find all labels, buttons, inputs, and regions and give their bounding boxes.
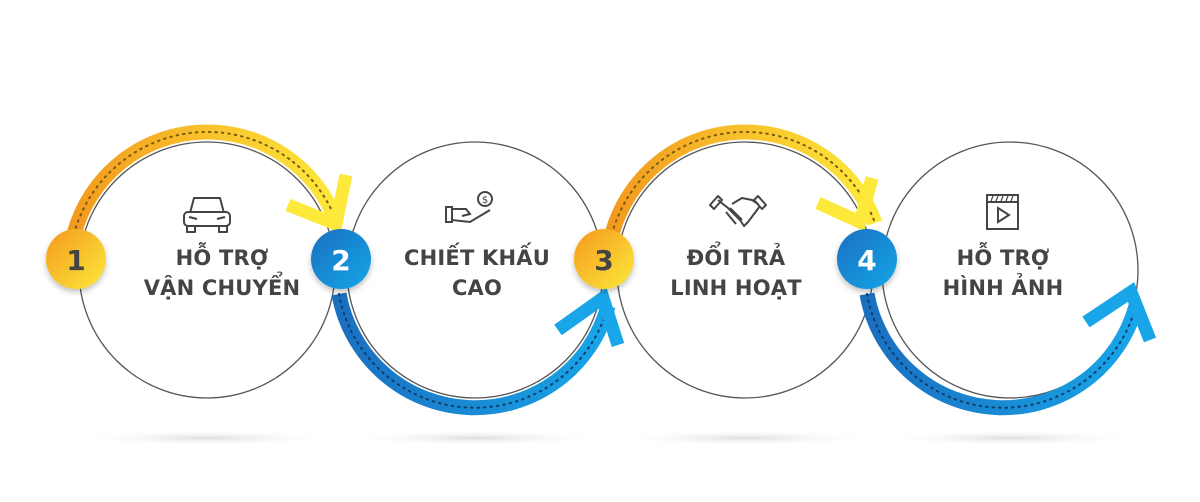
step-number-3: 3 [594, 244, 613, 277]
step-title-line2: LINH HOẠT [670, 276, 802, 300]
shadow [77, 430, 337, 446]
step-number-1: 1 [66, 244, 85, 277]
step-title-line1: ĐỔI TRẢ [686, 246, 786, 270]
step-title-line2: VẬN CHUYỂN [143, 276, 301, 300]
step-badge-3 [574, 229, 634, 289]
step-title-line1: CHIẾT KHẤU [404, 246, 550, 270]
step-title-line1: HỖ TRỢ [175, 246, 269, 270]
car-icon [183, 197, 231, 233]
step-label-2: CHIẾT KHẤU CAO [367, 243, 587, 303]
step-title-line2: CAO [451, 276, 503, 300]
blue-arrow-4 [859, 282, 1157, 416]
step-badge-4 [837, 229, 897, 289]
shadow [345, 430, 605, 446]
step-label-1: HỖ TRỢ VẬN CHUYỂN [112, 243, 332, 303]
step-badge-1 [46, 229, 106, 289]
shadow [880, 430, 1140, 446]
step-badge-2 [311, 229, 371, 289]
step-title-line1: HỖ TRỢ [956, 246, 1050, 270]
step-label-4: HỖ TRỢ HÌNH ẢNH [893, 243, 1113, 303]
handshake-icon [709, 195, 767, 227]
blue-arrow-2 [331, 287, 625, 416]
svg-text:$: $ [482, 195, 488, 206]
yellow-arrow-3 [604, 124, 883, 236]
video-icon [986, 194, 1019, 230]
step-label-3: ĐỔI TRẢ LINH HOẠT [626, 243, 846, 303]
step-title-line2: HÌNH ẢNH [942, 276, 1064, 300]
shadow [615, 430, 875, 446]
step-number-4: 4 [857, 244, 876, 277]
hand-coin-icon: $ [445, 191, 493, 224]
yellow-arrow-1 [66, 124, 353, 236]
step-number-2: 2 [331, 244, 350, 277]
